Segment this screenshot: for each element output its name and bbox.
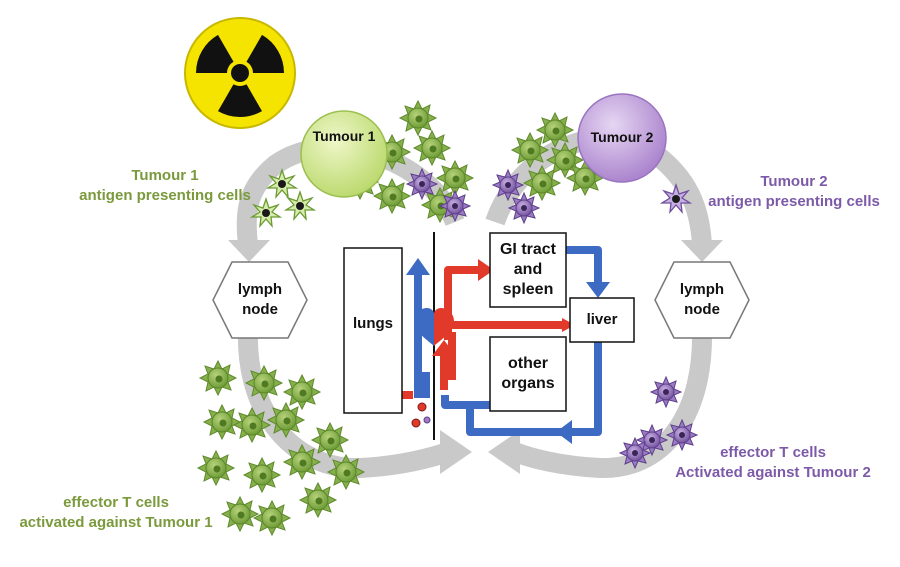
venous-arrowhead-lungs [406, 258, 430, 275]
left-loop-arrowhead-right [440, 430, 472, 474]
right-loop-arrowhead-down [681, 240, 723, 262]
liver-label: liver [586, 311, 618, 328]
lymph-node-left-label-line2: node [242, 301, 278, 318]
lymph-node-right [654, 261, 750, 339]
tumour1-circle: Tumour 1 [300, 110, 388, 198]
lymph-node-left [212, 261, 308, 339]
lungs-box [343, 247, 403, 414]
right-loop-arrowhead-left [488, 430, 520, 474]
lungs-label: lungs [353, 315, 393, 332]
left-loop-arrowhead-down [228, 240, 270, 262]
lymph-node-right-label: lymph node [655, 280, 749, 320]
gi-tract-label-line1: GI tract [499, 241, 556, 258]
radiation-hazard-icon [184, 17, 296, 129]
gi-tract-label-line2: and [513, 261, 543, 278]
tumour2-circle: Tumour 2 [577, 93, 667, 183]
tumour2-apc-label-line1: Tumour 2 [760, 173, 828, 190]
liver-box [569, 297, 635, 343]
tumour2-effector-label: effector T cells Activated against Tumou… [662, 443, 884, 483]
lymph-node-right-label-line1: lymph [679, 281, 725, 298]
other-organs-label: other organs [490, 354, 566, 394]
tumour1-apc-label-line2: antigen presenting cells [79, 187, 251, 204]
venous-vessels [414, 246, 602, 436]
tumour1-label: Tumour 1 [313, 128, 376, 144]
gi-tract-spleen-box [489, 232, 567, 308]
circulating-cells [411, 402, 431, 428]
gi-tract-label-line3: spleen [502, 281, 554, 298]
arterial-vessels [372, 266, 564, 399]
venous-arrowhead-liver [586, 282, 610, 298]
lymph-node-left-label-line1: lymph [237, 281, 283, 298]
other-organs-label-line1: other [508, 355, 548, 372]
arterial-arrowhead-gi [478, 259, 494, 281]
venous-arrowhead-return [556, 420, 572, 444]
arterial-arrowhead-liver [562, 318, 575, 332]
tumour1-effector-label-line1: effector T cells [63, 494, 169, 511]
gi-tract-spleen-label: GI tract and spleen [490, 240, 566, 300]
lymph-node-left-label: lymph node [213, 280, 307, 320]
lymph-node-right-label-line2: node [684, 301, 720, 318]
tumour2-effector-label-line2: Activated against Tumour 2 [675, 464, 871, 481]
arterial-arrowhead-other [432, 340, 456, 356]
other-organs-label-line2: organs [501, 375, 555, 392]
tumour1-apc-label: Tumour 1 antigen presenting cells [60, 166, 270, 206]
tumour1-apc-label-line1: Tumour 1 [131, 167, 199, 184]
other-organs-box [489, 336, 567, 412]
tumour2-effector-label-line1: effector T cells [720, 444, 826, 461]
heart-icon [414, 308, 454, 346]
tumour1-effector-label: effector T cells activated against Tumou… [0, 493, 232, 533]
tumour2-apc-label: Tumour 2 antigen presenting cells [694, 172, 894, 212]
tumour1-effector-label-line2: activated against Tumour 1 [19, 514, 213, 531]
tumour2-apc-label-line2: antigen presenting cells [708, 193, 880, 210]
tumour2-label: Tumour 2 [591, 129, 654, 145]
